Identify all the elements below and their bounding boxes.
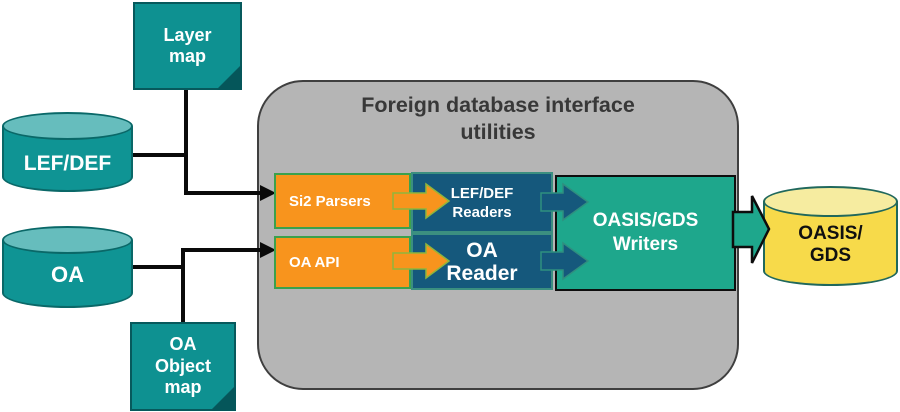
oa-object-map-label: OA Object map [154,334,211,398]
oa-database-label: OA [51,262,84,287]
arrow-si2-to-lefdef-readers-icon [392,182,451,220]
arrow-writers-to-oasis-gds-icon [731,195,771,264]
si2-parsers-label: Si2 Parsers [289,192,371,210]
oa-api-label: OA API [289,254,340,271]
lefdef-database-label: LEF/DEF [23,152,112,175]
arrowhead-into-si2-parsers-icon [260,185,276,201]
cylinder-top-icon [2,112,133,140]
si2-parsers-box: Si2 Parsers [274,173,411,229]
container-title: Foreign database interface utilities [361,93,635,144]
layer-map-connector-line [184,89,263,195]
oa-object-map-connector-line [181,248,263,323]
arrowhead-into-oa-api-icon [260,242,276,258]
oa-database: OA [2,226,133,308]
layer-map-node: Layer map [133,2,242,90]
arrow-oa-reader-to-writers-icon [540,241,590,281]
arrow-oa-api-to-oa-reader-icon [392,242,451,280]
oa-api-box: OA API [274,236,411,289]
cylinder-top-icon [2,226,133,254]
oa-reader-label: OA Reader [446,238,518,285]
lefdef-database: LEF/DEF [2,112,133,192]
oasis-gds-writers-box: OASIS/GDS Writers [555,175,736,291]
oa-object-map-node: OA Object map [130,322,236,411]
oasis-gds-database-label: OASIS/ GDS [798,223,863,266]
cylinder-top-icon [763,186,898,217]
layer-map-label: Layer map [163,24,212,67]
oasis-gds-writers-label: OASIS/GDS Writers [592,210,699,255]
lefdef-readers-label: LEF/DEF Readers [450,184,514,221]
oasis-gds-database: OASIS/ GDS [763,186,898,286]
arrow-lefdef-readers-to-writers-icon [540,182,590,222]
